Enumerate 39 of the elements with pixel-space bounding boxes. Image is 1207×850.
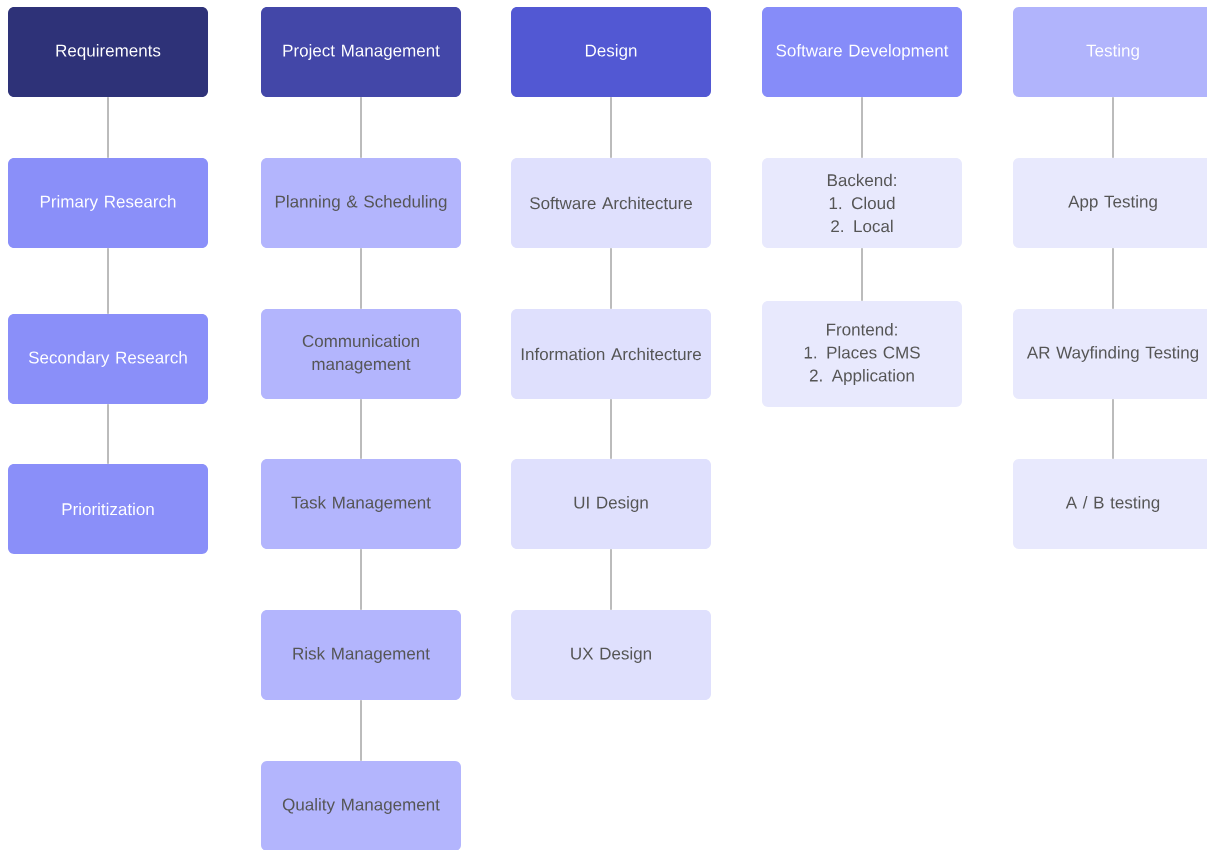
task-box: Communication management — [261, 309, 461, 399]
connector-line — [861, 96, 863, 159]
task-box: App Testing — [1013, 158, 1207, 248]
connector-line — [1112, 398, 1114, 460]
task-box: Risk Management — [261, 610, 461, 700]
connector-line — [1112, 96, 1114, 159]
task-box: Prioritization — [8, 464, 208, 554]
task-box: Quality Management — [261, 761, 461, 850]
header-box: Design — [511, 7, 711, 97]
connector-line — [107, 247, 109, 315]
task-box: Information Architecture — [511, 309, 711, 399]
connector-line — [360, 398, 362, 460]
connector-line — [610, 398, 612, 460]
header-box: Project Management — [261, 7, 461, 97]
task-box: Frontend: 1. Places CMS 2. Application — [762, 301, 962, 407]
task-box: Backend: 1. Cloud 2. Local — [762, 158, 962, 248]
task-box: A / B testing — [1013, 459, 1207, 549]
task-box: UX Design — [511, 610, 711, 700]
connector-line — [360, 699, 362, 762]
connector-line — [1112, 247, 1114, 310]
task-box: Secondary Research — [8, 314, 208, 404]
connector-line — [107, 96, 109, 159]
connector-line — [360, 96, 362, 159]
connector-line — [610, 96, 612, 159]
task-box: Planning & Scheduling — [261, 158, 461, 248]
task-box: Software Architecture — [511, 158, 711, 248]
task-box: Primary Research — [8, 158, 208, 248]
connector-line — [610, 247, 612, 310]
header-box: Software Development — [762, 7, 962, 97]
connector-line — [610, 548, 612, 611]
task-box: Task Management — [261, 459, 461, 549]
header-box: Requirements — [8, 7, 208, 97]
connector-line — [107, 403, 109, 465]
header-box: Testing — [1013, 7, 1207, 97]
connector-line — [861, 247, 863, 302]
connector-line — [360, 548, 362, 611]
task-box: AR Wayfinding Testing — [1013, 309, 1207, 399]
connector-line — [360, 247, 362, 310]
task-box: UI Design — [511, 459, 711, 549]
